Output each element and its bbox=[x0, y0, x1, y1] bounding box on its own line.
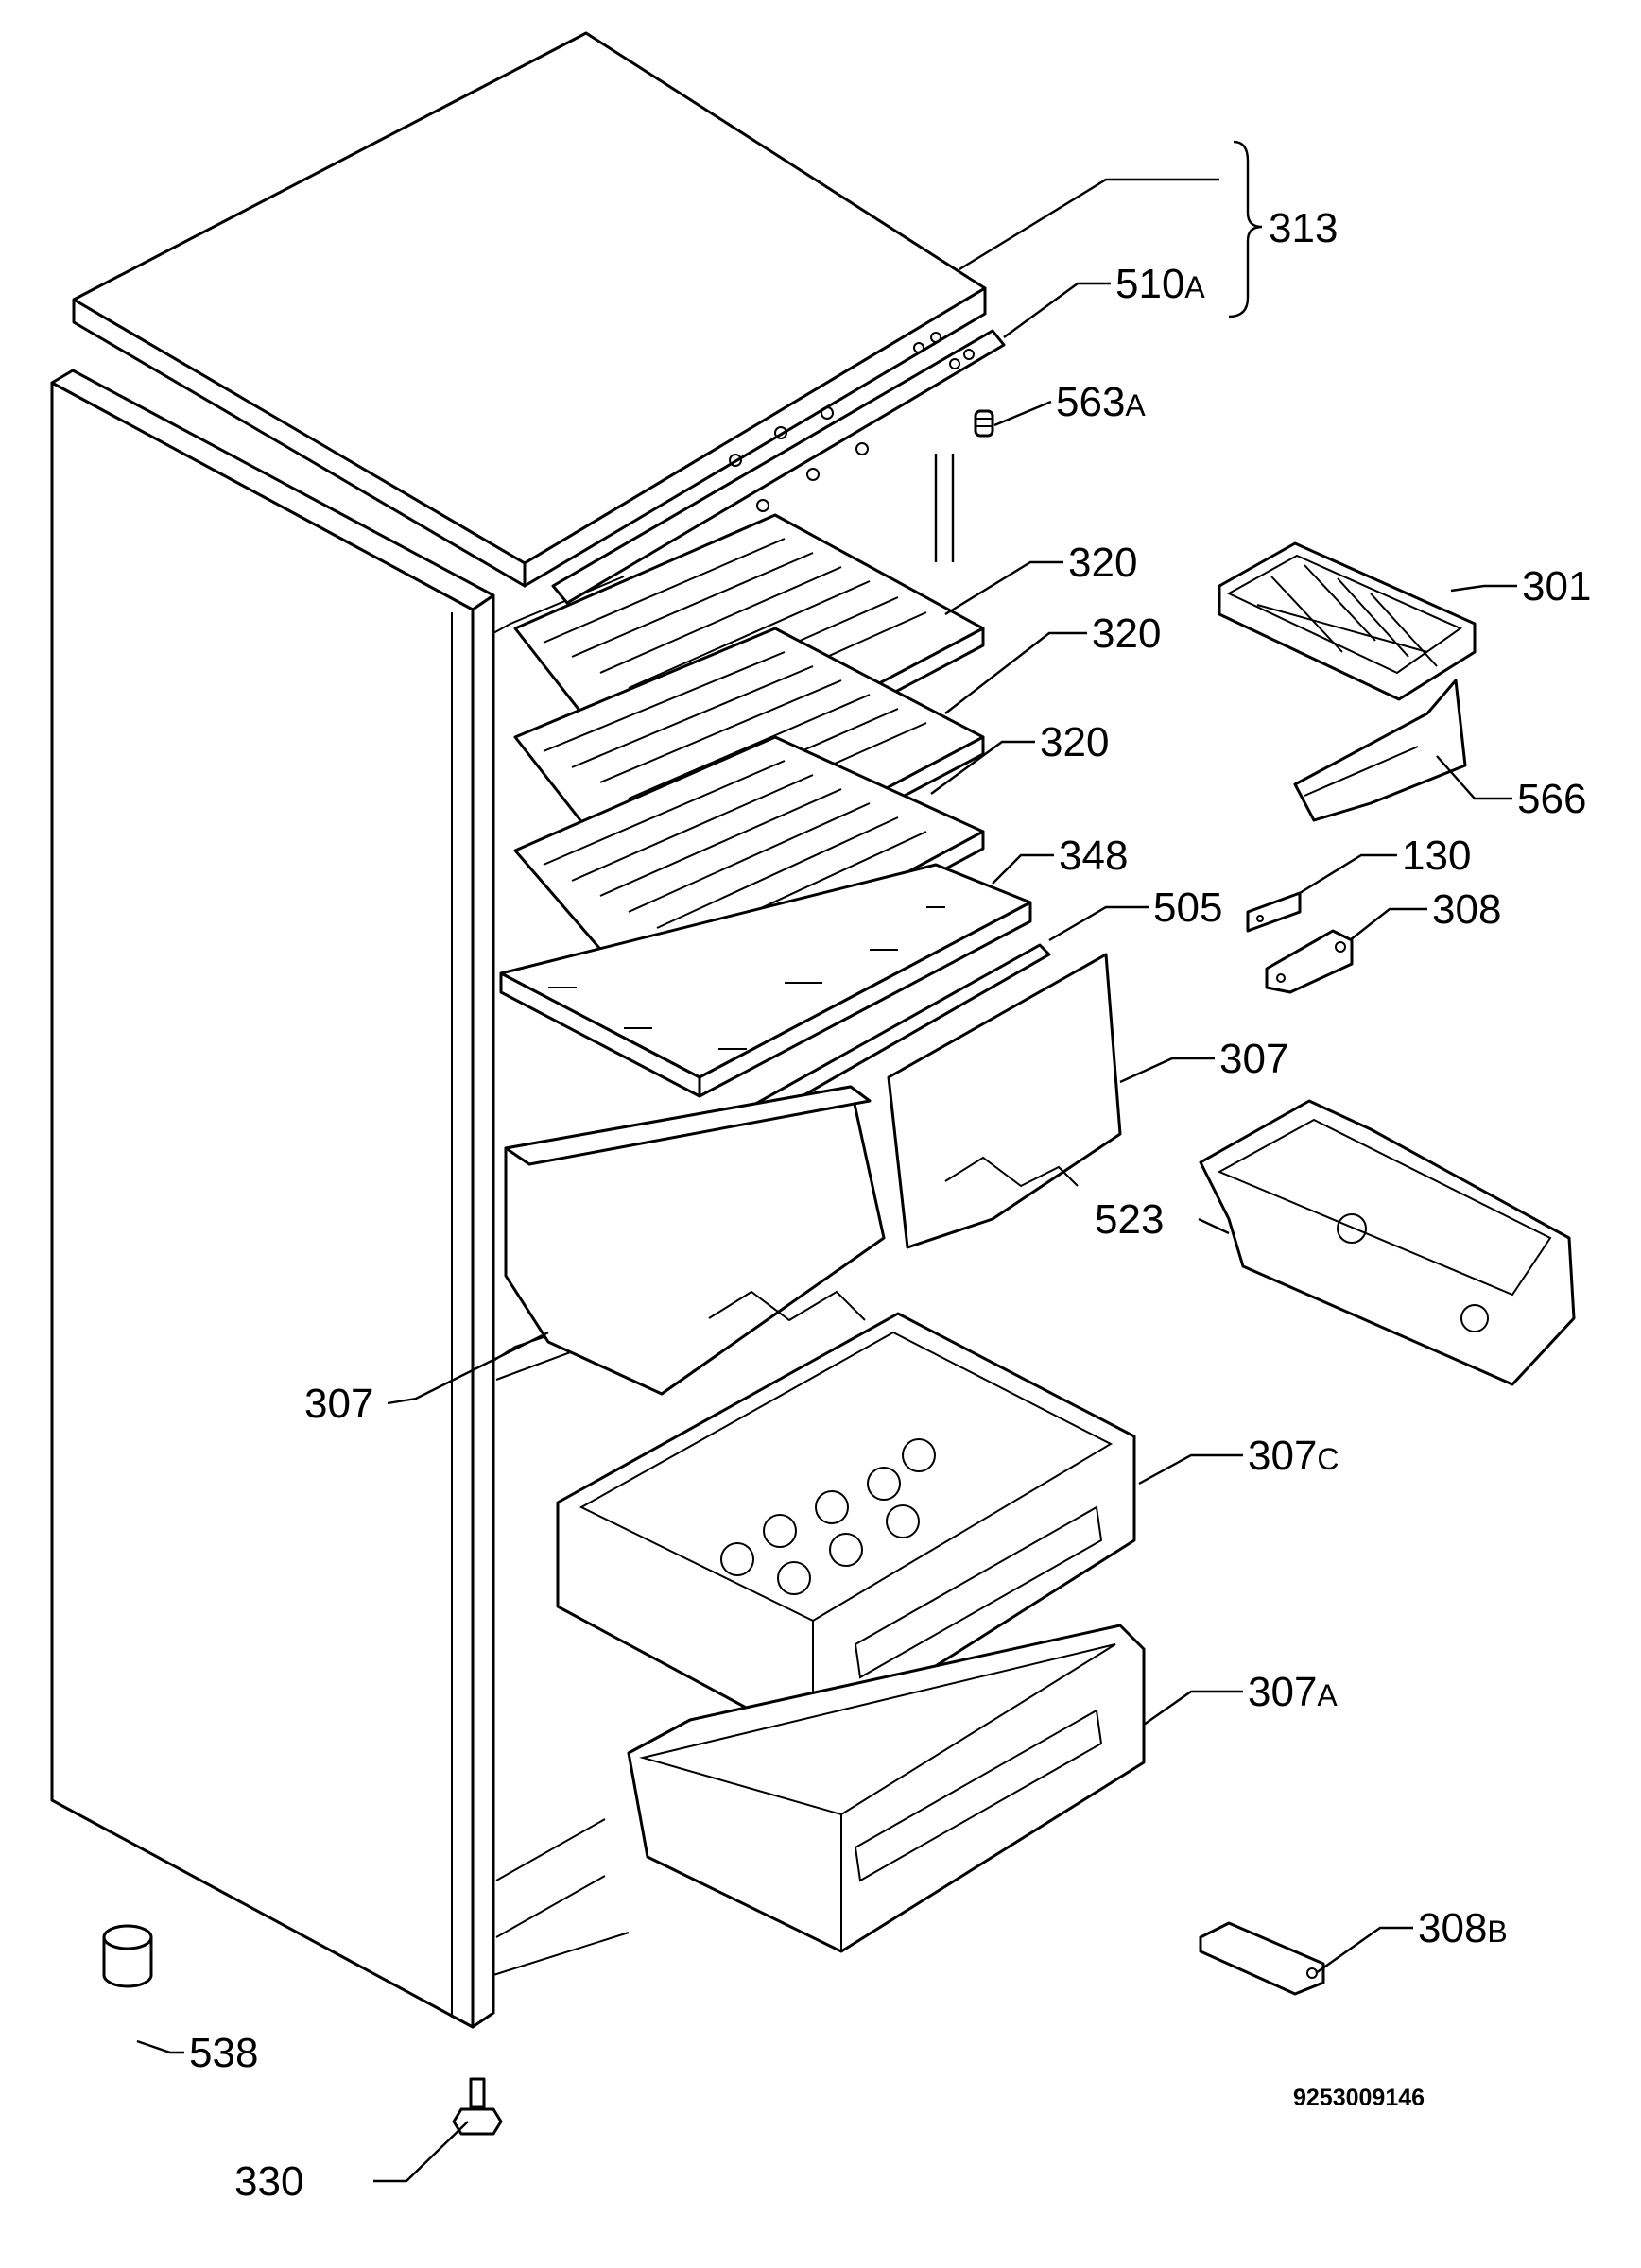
callout-330: 330 bbox=[234, 2158, 303, 2205]
adjustable-foot-330 bbox=[452, 2077, 503, 2136]
divider-rod bbox=[934, 454, 955, 562]
drawer-307a bbox=[627, 1624, 1146, 1953]
cabinet bbox=[50, 369, 630, 2029]
callout-510a: 510A bbox=[1115, 261, 1205, 307]
callout-348: 348 bbox=[1059, 833, 1128, 879]
callout-563a: 563A bbox=[1056, 379, 1146, 425]
drawing-number: 9253009146 bbox=[1293, 2085, 1425, 2111]
glass-shelf-348 bbox=[499, 863, 1032, 1098]
leader-lines bbox=[136, 140, 1517, 2183]
callout-505: 505 bbox=[1153, 885, 1222, 931]
hinge-308b bbox=[1199, 1921, 1325, 1996]
top-cover-313 bbox=[72, 31, 987, 588]
callout-308b: 308B bbox=[1418, 1905, 1508, 1951]
callout-307c: 307C bbox=[1248, 1433, 1339, 1479]
callout-labels: 313 510A 563A 320 320 320 301 566 348 50… bbox=[189, 205, 1591, 2205]
hinge-308 bbox=[1265, 929, 1354, 994]
callout-307a: 307A bbox=[1248, 1669, 1338, 1715]
lamp-563a bbox=[974, 409, 994, 438]
callout-320-bottom: 320 bbox=[1040, 719, 1109, 765]
drawer-307-left bbox=[504, 1085, 886, 1396]
callout-307-left: 307 bbox=[304, 1381, 373, 1427]
ice-scoop-566 bbox=[1293, 679, 1467, 822]
bin-523 bbox=[1199, 1099, 1576, 1386]
control-strip-510a bbox=[551, 329, 1006, 605]
callout-301: 301 bbox=[1522, 563, 1591, 610]
callout-307-right: 307 bbox=[1219, 1036, 1288, 1082]
callout-538: 538 bbox=[189, 2030, 258, 2076]
callout-313: 313 bbox=[1269, 205, 1338, 251]
bracket-130 bbox=[1246, 891, 1302, 933]
callout-320-middle: 320 bbox=[1092, 610, 1161, 657]
callout-130: 130 bbox=[1402, 833, 1471, 879]
ice-tray-301 bbox=[1218, 541, 1477, 701]
callout-308: 308 bbox=[1432, 886, 1501, 933]
callout-566: 566 bbox=[1517, 776, 1586, 822]
callout-523: 523 bbox=[1095, 1196, 1164, 1243]
foot-cap-538 bbox=[102, 1924, 153, 1988]
drawer-307-right bbox=[887, 953, 1122, 1249]
drawer-307c bbox=[556, 1312, 1136, 1745]
callout-320-top: 320 bbox=[1068, 540, 1137, 586]
